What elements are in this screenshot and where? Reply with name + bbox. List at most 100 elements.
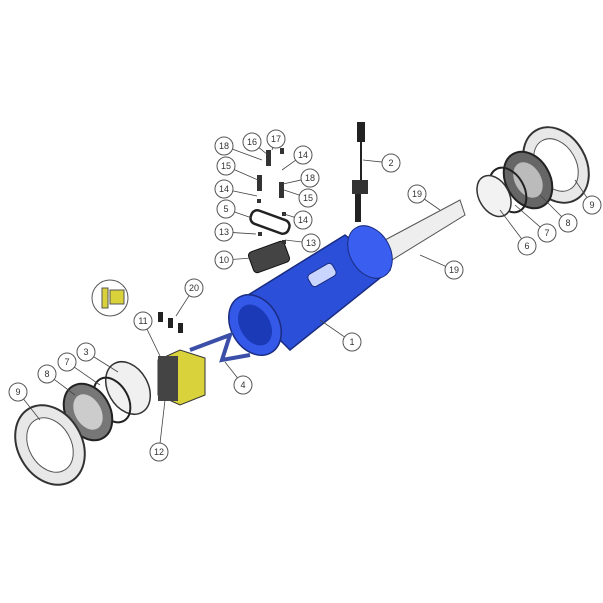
sensor-probe: [352, 122, 368, 222]
callout-12: 12: [149, 399, 169, 462]
callout-14: 14: [281, 145, 313, 171]
callout-label: 16: [247, 137, 257, 147]
callout-label: 10: [219, 255, 229, 265]
callout-circle: [300, 168, 320, 188]
left-union-nut: [14, 404, 86, 486]
callout-label: 13: [306, 238, 316, 248]
callout-label: 9: [589, 200, 594, 210]
callout-circle: [558, 213, 578, 233]
callout-label: 13: [219, 227, 229, 237]
leader-line: [234, 211, 253, 219]
callout-label: 14: [219, 184, 229, 194]
callout-circle: [8, 382, 28, 402]
leader-line: [282, 179, 302, 185]
callout-label: 18: [305, 173, 315, 183]
callout-label: 15: [221, 161, 231, 171]
callout-label: 14: [298, 150, 308, 160]
leader-line: [232, 190, 258, 197]
leader-line: [159, 399, 166, 444]
callout-label: 7: [544, 228, 549, 238]
callout-16: 16: [242, 132, 269, 156]
pins-20: [158, 312, 183, 333]
callout-label: 1: [349, 337, 354, 347]
callout-18: 18: [214, 136, 263, 161]
electrode-pack: [157, 349, 206, 406]
callout-circle: [298, 188, 318, 208]
callout-label: 8: [565, 218, 570, 228]
callout-circle: [37, 364, 57, 384]
leader-line: [574, 179, 588, 198]
callout-circle: [301, 233, 321, 253]
callout-circle: [214, 250, 234, 270]
callout-8: 8: [37, 364, 76, 396]
callout-label: 3: [83, 347, 88, 357]
leader-line: [283, 213, 295, 218]
callout-7: 7: [57, 352, 101, 386]
leader-line: [419, 254, 446, 267]
gasket-5: [249, 209, 291, 235]
callout-9: 9: [8, 382, 41, 421]
callout-label: 19: [412, 189, 422, 199]
callout-14: 14: [214, 179, 258, 199]
callout-label: 6: [524, 241, 529, 251]
callout-label: 15: [303, 193, 313, 203]
leader-line: [232, 232, 257, 235]
callout-circle: [242, 132, 262, 152]
callout-circle: [214, 179, 234, 199]
left-adapter: [104, 361, 152, 415]
callout-circle: [57, 352, 77, 372]
leader-line: [224, 361, 238, 379]
leader-line: [424, 198, 441, 211]
callout-5: 5: [216, 199, 253, 219]
callout-circle: [582, 195, 602, 215]
leader-line: [281, 159, 296, 171]
leader-line: [232, 257, 253, 260]
leader-line: [146, 328, 161, 357]
callout-label: 5: [223, 204, 228, 214]
callout-17: 17: [266, 129, 286, 151]
leader-line: [283, 189, 300, 196]
right-adapter: [476, 174, 512, 218]
callout-label: 14: [298, 215, 308, 225]
gasket-4: [189, 331, 251, 363]
callout-circle: [407, 184, 427, 204]
leader-line: [499, 209, 522, 240]
leader-line: [514, 204, 541, 228]
callout-6: 6: [499, 209, 537, 256]
callout-label: 19: [449, 265, 459, 275]
callout-circle: [381, 153, 401, 173]
callout-label: 8: [44, 369, 49, 379]
callout-18: 18: [282, 168, 320, 188]
callout-label: 9: [15, 387, 20, 397]
leader-line: [234, 169, 259, 181]
callout-circle: [214, 222, 234, 242]
electrode-holder: [248, 240, 290, 274]
leader-line: [539, 194, 562, 217]
callout-circle: [293, 145, 313, 165]
callout-11: 11: [133, 311, 161, 357]
callout-1: 1: [319, 319, 362, 352]
callout-circle: [133, 311, 153, 331]
callout-circle: [444, 260, 464, 280]
callout-circle: [216, 156, 236, 176]
leader-line: [362, 159, 383, 163]
callout-circle: [342, 332, 362, 352]
leader-line: [53, 379, 76, 396]
callout-label: 20: [189, 283, 199, 293]
callout-15: 15: [283, 188, 318, 208]
callout-9: 9: [574, 179, 602, 215]
callout-circle: [184, 278, 204, 298]
callout-8: 8: [539, 194, 578, 233]
leader-line: [175, 295, 190, 317]
leader-line: [93, 356, 119, 373]
cell-plate: [384, 199, 466, 261]
callout-circle: [149, 442, 169, 462]
callout-label: 4: [240, 380, 245, 390]
callout-label: 18: [219, 141, 229, 151]
callout-2: 2: [362, 153, 401, 173]
callout-15: 15: [216, 156, 259, 181]
callout-label: 7: [64, 357, 69, 367]
callout-19: 19: [407, 184, 441, 211]
